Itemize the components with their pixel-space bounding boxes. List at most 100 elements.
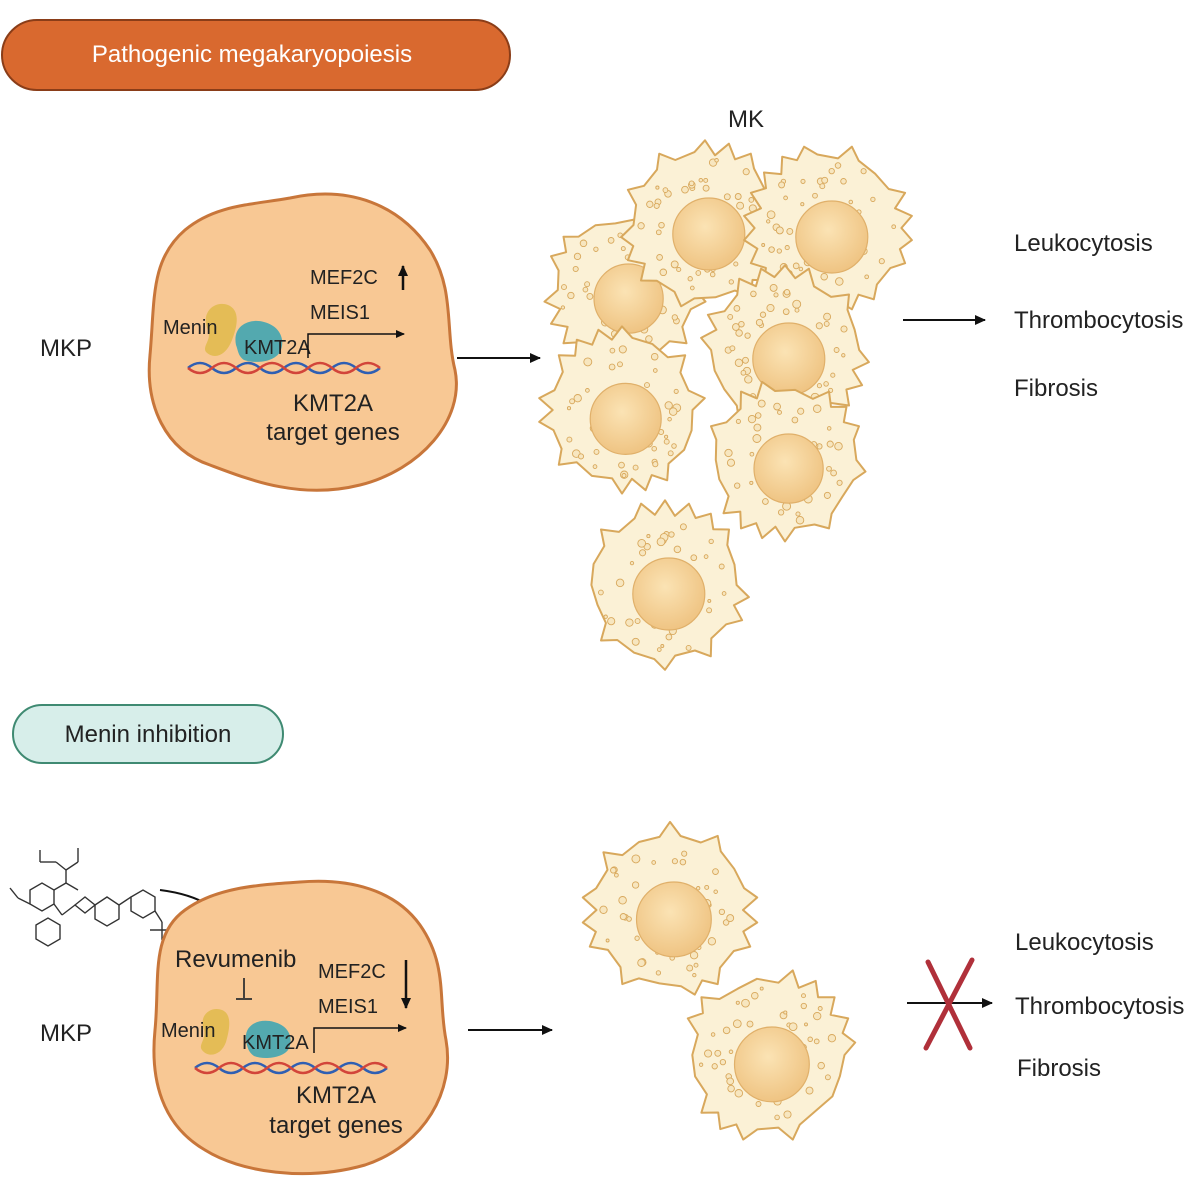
top-megakaryocyte-7-granule [668, 531, 675, 538]
top-gene-meis1: MEIS1 [310, 302, 370, 324]
top-megakaryocyte-3-granule [800, 202, 805, 207]
top-megakaryocyte-7-granule [607, 617, 616, 626]
top-megakaryocyte-5-granule [652, 461, 659, 468]
top-megakaryocyte-2 [620, 139, 790, 308]
top-megakaryocyte-7-granule [679, 523, 687, 531]
top-megakaryocyte-2-granule [723, 193, 731, 201]
top-megakaryocyte-2-granule [748, 197, 755, 203]
bottom-megakaryocyte-2-granule [719, 1058, 727, 1066]
bottom-megakaryocyte-2-granule [735, 1000, 740, 1005]
bottom-menin-protein [200, 1008, 230, 1055]
bottom-megakaryocyte-2-granule [755, 1101, 762, 1107]
top-megakaryocyte-2-granule [662, 187, 669, 193]
top-megakaryocyte-6-granule [749, 480, 754, 485]
top-megakaryocyte-6-granule [834, 441, 843, 451]
top-megakaryocyte-7-granule [708, 538, 714, 545]
bottom-mk-cluster [581, 820, 857, 1141]
bottom-megakaryocyte-1-granule [634, 935, 640, 941]
bottom-megakaryocyte-2-granule [817, 1006, 823, 1011]
bottom-megakaryocyte-2-granule [746, 1020, 754, 1028]
top-megakaryocyte-3-granule [766, 210, 776, 220]
top-megakaryocyte-7-granule [690, 554, 698, 562]
top-megakaryocyte-3-nucleus [795, 200, 869, 274]
bottom-megakaryocyte-1-nucleus [635, 881, 712, 958]
top-megakaryocyte-2-granule [714, 158, 719, 163]
top-megakaryocyte-3-granule [766, 219, 771, 224]
top-megakaryocyte-7-granule [639, 549, 647, 557]
top-megakaryocyte-7-granule [646, 534, 651, 539]
top-mkp-label: MKP [40, 335, 92, 362]
top-megakaryocyte-6-granule [762, 498, 769, 505]
bottom-header-text: Menin inhibition [65, 721, 232, 748]
top-megakaryocyte-4-granule [727, 313, 734, 320]
top-megakaryocyte-4-granule [740, 369, 747, 376]
bottom-transcription-arrow [313, 1024, 407, 1053]
top-megakaryocyte-3-granule [783, 195, 788, 201]
bottom-megakaryocyte-1-granule [712, 868, 719, 875]
bottom-megakaryocyte-1-granule [651, 860, 657, 865]
bottom-megakaryocyte-1-granule [679, 858, 687, 866]
top-megakaryocyte-2-granule [742, 168, 750, 176]
top-megakaryocyte-5-granule [664, 401, 673, 410]
top-megakaryocyte-4-granule [735, 329, 743, 337]
top-megakaryocyte-3-granule [891, 224, 897, 230]
bottom-outcome-thrombocytosis: Thrombocytosis [1015, 993, 1184, 1020]
top-megakaryocyte-1-granule [584, 281, 591, 288]
bottom-megakaryocyte-2-granule [801, 993, 806, 999]
top-mk-cluster [538, 139, 913, 671]
bottom-megakaryocyte-2-granule [722, 1026, 731, 1035]
bottom-megakaryocyte-1-granule [681, 850, 688, 857]
top-megakaryocyte-4-granule [759, 311, 767, 318]
top-megakaryocyte-2-granule [676, 266, 682, 273]
top-megakaryocyte-2-granule [733, 261, 739, 267]
bottom-megakaryocyte-1-granule [713, 889, 718, 894]
top-megakaryocyte-5-granule [609, 347, 616, 354]
top-megakaryocyte-7-granule [615, 578, 625, 588]
top-megakaryocyte-2-granule [646, 200, 654, 208]
bottom-megakaryocyte-2-granule [711, 1063, 718, 1070]
top-megakaryocyte-6-granule [724, 448, 733, 458]
bottom-megakaryocyte-1-granule [614, 872, 619, 878]
top-megakaryocyte-6-granule [797, 407, 805, 415]
bottom-megakaryocyte-1-granule [610, 867, 617, 874]
top-megakaryocyte-2-granule [689, 285, 695, 291]
bottom-megakaryocyte-2-granule [783, 1110, 792, 1119]
top-kmt2a-label: KMT2A [244, 337, 311, 359]
top-megakaryocyte-3-granule [820, 272, 828, 281]
top-megakaryocyte-4-granule [792, 299, 802, 309]
top-megakaryocyte-3-granule [878, 258, 885, 265]
top-megakaryocyte-4-granule [769, 283, 778, 292]
bottom-megakaryocyte-2-granule [710, 1032, 716, 1037]
top-megakaryocyte-1-granule [573, 252, 582, 261]
top-megakaryocyte-7-granule [631, 637, 640, 646]
bottom-megakaryocyte-2-granule [698, 1062, 704, 1067]
top-megakaryocyte-5-granule [617, 361, 623, 368]
top-megakaryocyte-3-granule [775, 226, 784, 235]
top-megakaryocyte-6 [710, 380, 867, 543]
top-megakaryocyte-6-granule [795, 511, 801, 517]
bottom-outcome-leukocytosis: Leukocytosis [1015, 929, 1154, 956]
top-megakaryocyte-3-granule [798, 266, 804, 272]
bottom-megakaryocyte-2-granule [734, 1089, 744, 1098]
top-megakaryocyte-6-granule [836, 479, 843, 486]
top-megakaryocyte-5-granule [569, 398, 576, 405]
top-megakaryocyte-5-granule [585, 388, 590, 393]
top-megakaryocyte-2-granule [698, 177, 704, 183]
top-megakaryocyte-7-granule [718, 563, 725, 570]
bottom-dna [194, 1061, 388, 1075]
top-megakaryocyte-5-granule [593, 448, 600, 455]
top-megakaryocyte-5-granule [652, 368, 658, 373]
top-megakaryocyte-2-granule [656, 254, 663, 261]
top-megakaryocyte-2-granule [734, 193, 742, 200]
top-megakaryocyte-2-granule [670, 260, 679, 269]
top-megakaryocyte-1-granule [620, 246, 626, 252]
top-megakaryocyte-6-granule [773, 402, 781, 411]
top-megakaryocyte-6-granule [754, 412, 762, 419]
bottom-megakaryocyte-1-granule [631, 854, 641, 864]
bottom-megakaryocyte-2-nucleus [733, 1026, 810, 1103]
top-megakaryocyte-4-granule [733, 305, 741, 312]
bottom-megakaryocyte-2-granule [813, 1038, 820, 1045]
top-megakaryocyte-2-granule [703, 177, 709, 183]
bottom-header-pill [12, 704, 284, 764]
top-megakaryocyte-4-granule [734, 358, 744, 367]
